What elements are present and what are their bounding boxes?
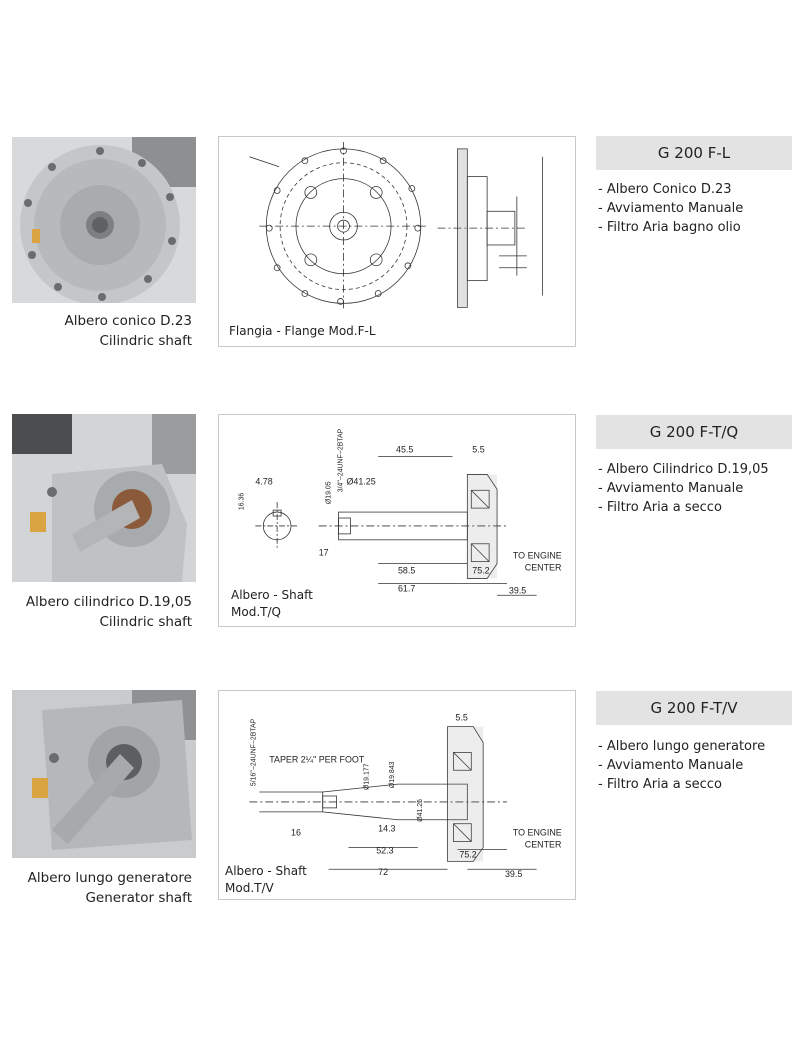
dim-label: TAPER 2¼" PER FOOT: [269, 754, 365, 764]
feature-item: Filtro Aria a secco: [598, 498, 794, 517]
photo-caption-line1: Albero lungo generatore: [27, 870, 192, 886]
engine-photo-cylindrical-shaft: [12, 414, 196, 582]
dim-label: 16: [291, 828, 301, 838]
model-title: G 200 F-T/V: [596, 691, 792, 725]
photo-caption-line2: Cilindric shaft: [99, 614, 193, 630]
photo-caption: Albero conico D.23 Cilindric shaft: [12, 311, 193, 351]
dim-label: 58.5: [398, 565, 415, 575]
shaft-tv-technical-drawing: 5.5 TAPER 2¼" PER FOOT Ø19.177 Ø19.843 Ø…: [218, 690, 576, 900]
photo-caption-line1: Albero cilindrico D.19,05: [25, 594, 192, 610]
drawing-caption: Albero - Shaft Mod.T/Q: [231, 587, 313, 621]
engine-flange-image: [12, 137, 196, 303]
dim-label: CENTER: [525, 839, 562, 849]
engine-cylindric-shaft-image: [12, 414, 196, 582]
feature-list: Albero Conico D.23 Avviamento Manuale Fi…: [598, 180, 794, 237]
flange-diagram: [249, 141, 544, 311]
dim-label: 5.5: [455, 713, 467, 723]
feature-list: Albero Cilindrico D.19,05 Avviamento Man…: [598, 460, 794, 517]
model-title: G 200 F-L: [596, 136, 792, 170]
engine-generator-shaft-image: [12, 690, 196, 858]
shaft-tq-diagram: 45.5 5.5 Ø41.25 Ø19.05 3/4"−24UNF−2BTAP …: [238, 428, 562, 596]
feature-item: Albero Conico D.23: [598, 180, 794, 199]
dim-label: Ø19.177: [363, 763, 370, 790]
dim-label: 4.78: [255, 476, 272, 486]
flange-technical-drawing: Flangia - Flange Mod.F-L: [218, 136, 576, 347]
feature-item: Avviamento Manuale: [598, 199, 794, 218]
dim-label: 72: [378, 867, 388, 877]
dim-label: 39.5: [505, 869, 522, 879]
photo-caption-line2: Cilindric shaft: [99, 333, 193, 349]
dim-label: TO ENGINE: [513, 828, 562, 838]
dim-label: 45.5: [396, 445, 413, 455]
drawing-caption-line1: Albero - Shaft: [225, 864, 307, 878]
shaft-tv-diagram: 5.5 TAPER 2¼" PER FOOT Ø19.177 Ø19.843 Ø…: [249, 713, 562, 879]
feature-item: Albero lungo generatore: [598, 737, 794, 756]
dim-label: 5.5: [472, 445, 484, 455]
dim-label: 14.3: [378, 824, 395, 834]
drawing-caption: Albero - Shaft Mod.T/V: [225, 863, 307, 897]
dim-label: 75.2: [472, 565, 489, 575]
dim-label: 52.3: [376, 845, 393, 855]
feature-item: Filtro Aria a secco: [598, 775, 794, 794]
dim-label: 61.7: [398, 583, 415, 593]
feature-item: Filtro Aria bagno olio: [598, 218, 794, 237]
engine-photo-generator-shaft: [12, 690, 196, 858]
photo-caption: Albero lungo generatore Generator shaft: [12, 868, 192, 908]
model-title: G 200 F-T/Q: [596, 415, 792, 449]
dim-label: 39.5: [509, 585, 526, 595]
feature-item: Albero Cilindrico D.19,05: [598, 460, 794, 479]
dim-label: CENTER: [525, 563, 562, 573]
dim-label: 75.2: [459, 849, 476, 859]
shaft-tq-technical-drawing: 45.5 5.5 Ø41.25 Ø19.05 3/4"−24UNF−2BTAP …: [218, 414, 576, 627]
drawing-caption-line2: Mod.T/Q: [231, 605, 281, 619]
engine-photo-conical-shaft: [12, 137, 196, 303]
dim-label: 5/16"−24UNF−2BTAP: [250, 718, 257, 786]
feature-item: Avviamento Manuale: [598, 756, 794, 775]
feature-list: Albero lungo generatore Avviamento Manua…: [598, 737, 794, 794]
photo-caption-line1: Albero conico D.23: [64, 313, 193, 329]
dim-label: Ø19.05: [326, 481, 333, 504]
dim-label: Ø41.25: [346, 476, 375, 486]
photo-caption-line2: Generator shaft: [85, 890, 192, 906]
dim-label: TO ENGINE: [513, 551, 562, 561]
dim-label: Ø41.25: [417, 799, 424, 822]
dim-label: 3/4"−24UNF−2BTAP: [338, 428, 345, 492]
photo-caption: Albero cilindrico D.19,05 Cilindric shaf…: [12, 592, 192, 632]
dim-label: 16.36: [238, 493, 245, 510]
drawing-caption-line1: Albero - Shaft: [231, 588, 313, 602]
dim-label: Ø19.843: [389, 761, 396, 788]
dim-label: 17: [319, 548, 329, 558]
feature-item: Avviamento Manuale: [598, 479, 794, 498]
drawing-caption-line2: Mod.T/V: [225, 881, 274, 895]
drawing-caption: Flangia - Flange Mod.F-L: [229, 324, 376, 338]
